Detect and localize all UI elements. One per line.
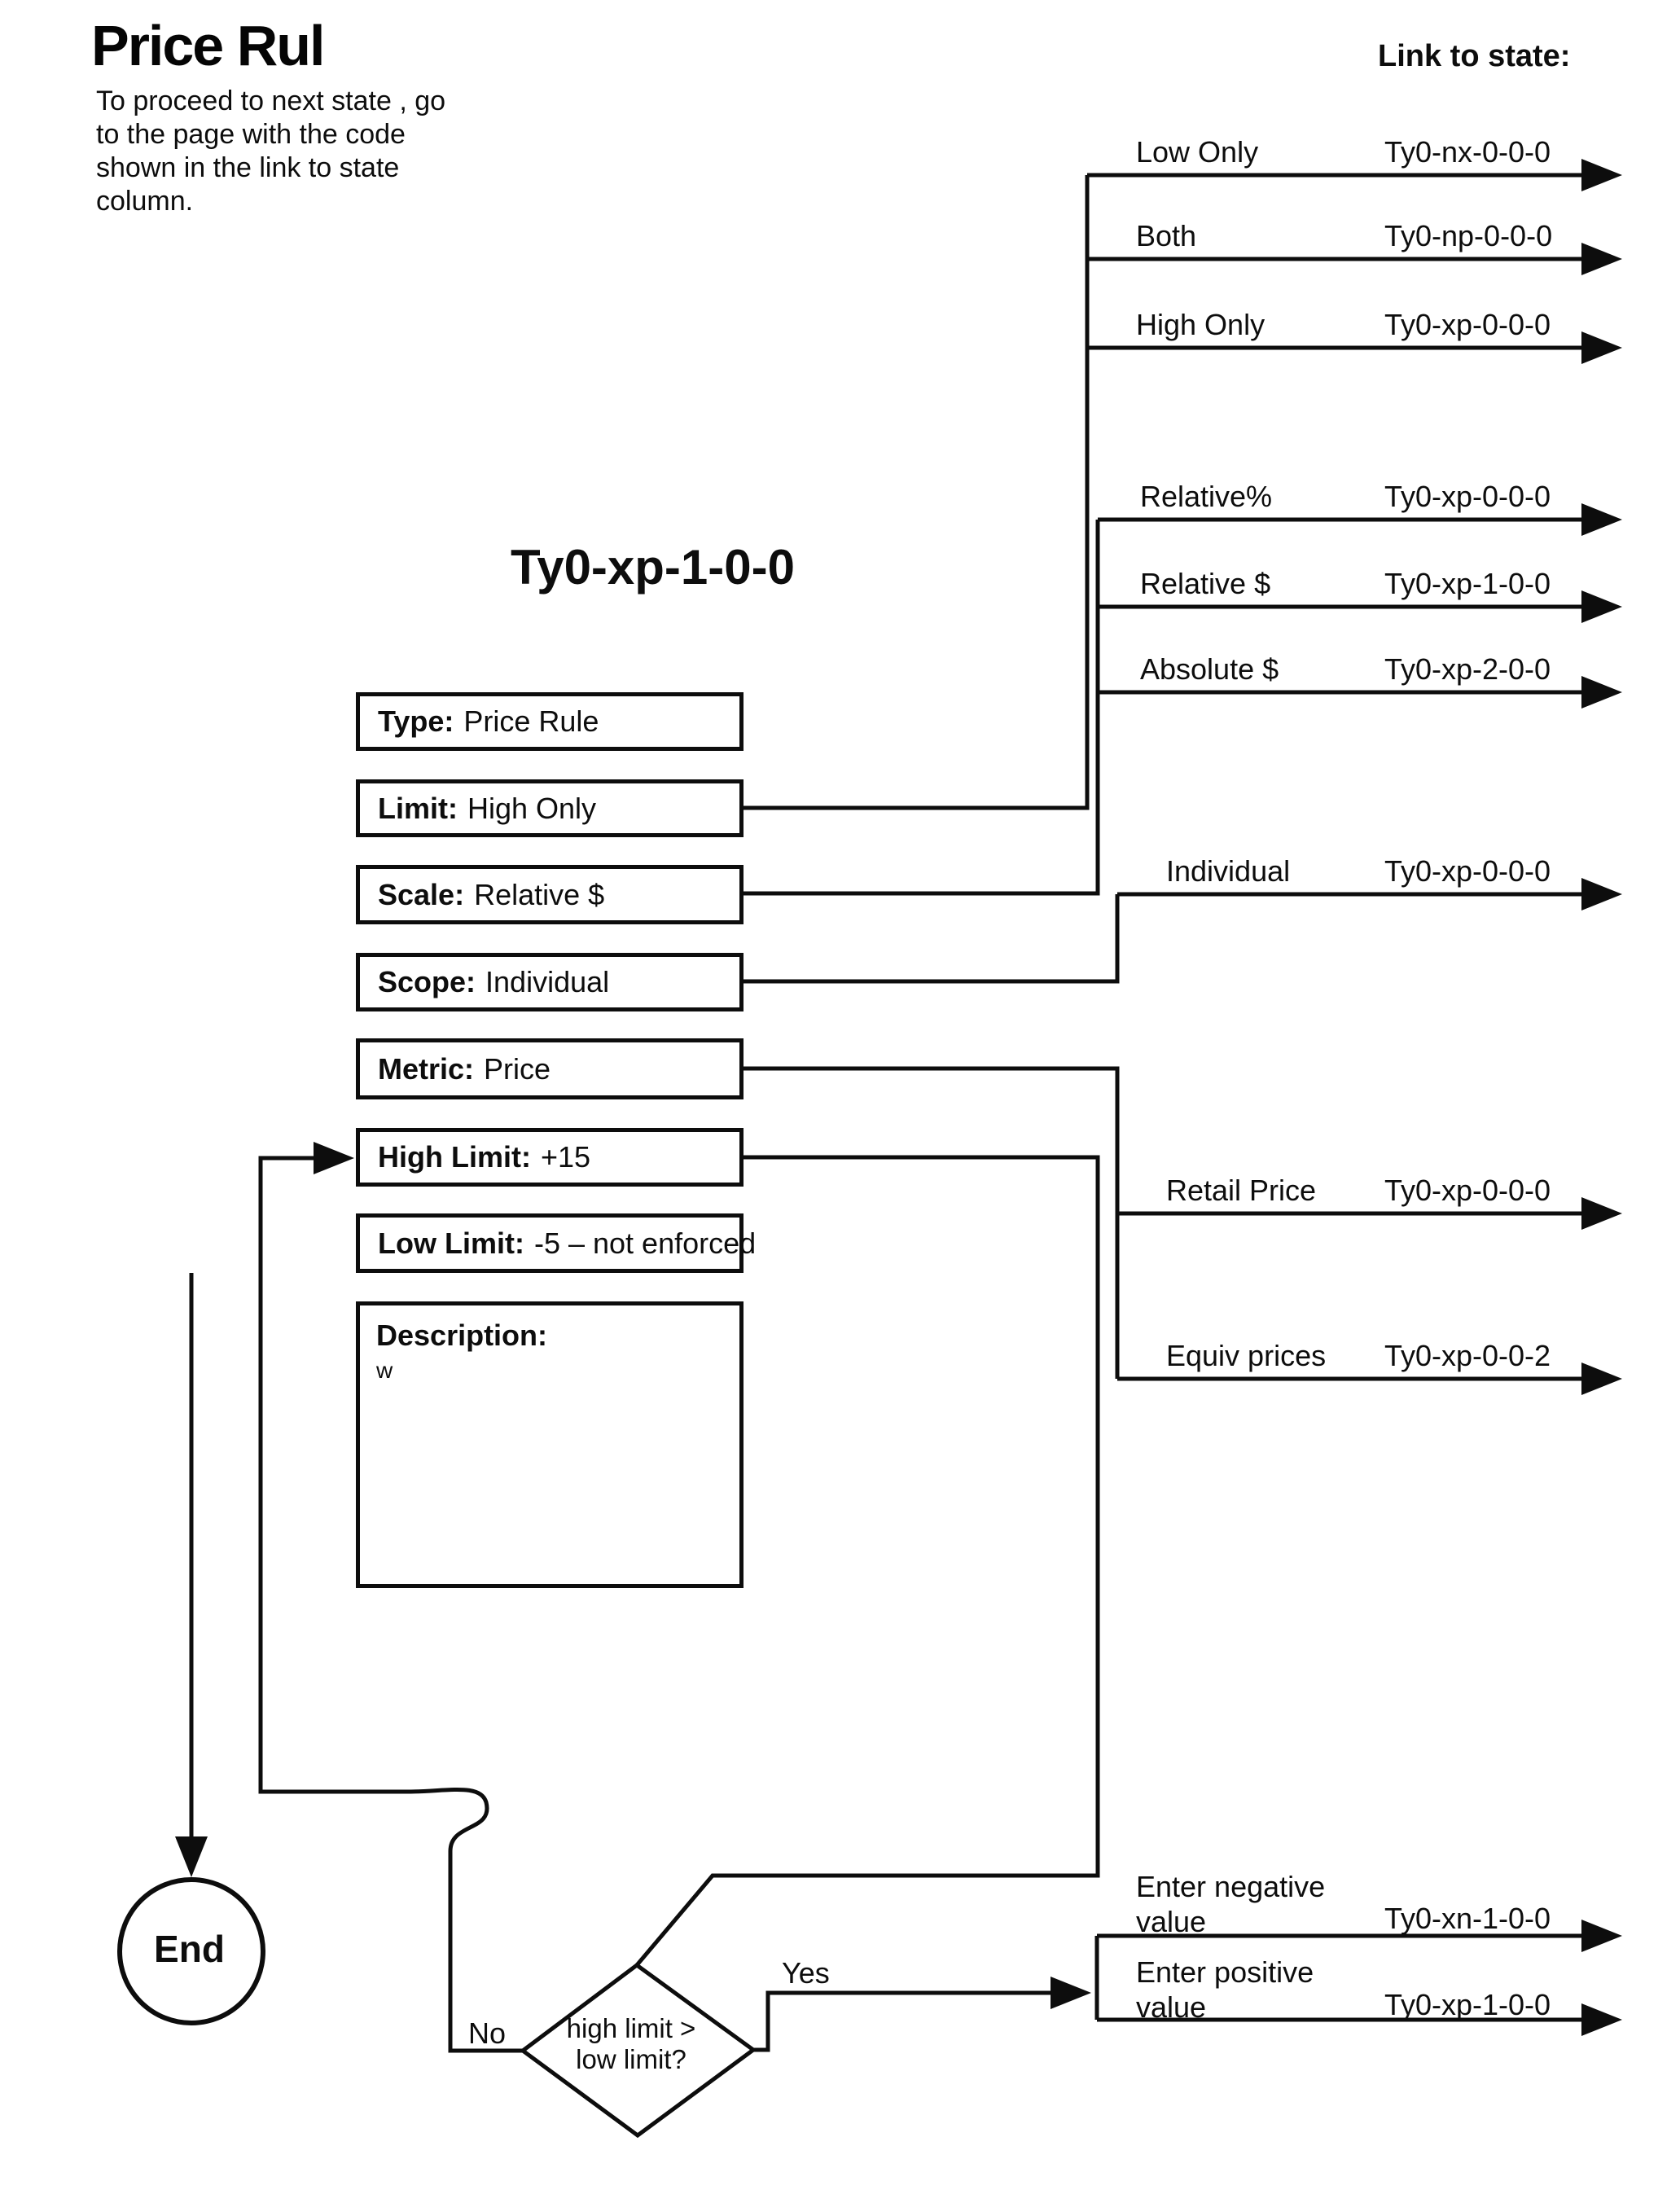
page-title: Price Rul [91,14,325,77]
state-code: Ty0-xn-1-0-0 [1384,1902,1551,1935]
option-label: High Only [1136,308,1265,341]
state-code: Ty0-xp-1-0-0 [1384,567,1551,600]
state-code: Ty0-xp-1-0-0 [1384,1988,1551,2021]
attribute-box-limit: Limit: High Only [356,779,743,837]
attribute-box-description: Description: w [356,1301,743,1588]
attribute-box-scope: Scope: Individual [356,953,743,1011]
attribute-box-low-limit: Low Limit: -5 – not enforced [356,1213,756,1273]
state-code: Ty0-xp-0-0-0 [1384,854,1551,888]
attribute-label: Description: [376,1319,548,1352]
attribute-label: Type: [378,704,454,738]
connector-no-loop [258,1142,523,2053]
attribute-value: Price [484,1051,551,1086]
attribute-value: -5 – not enforced [533,1226,757,1260]
no-branch-label: No [468,2016,507,2050]
attribute-label: Scale: [378,877,465,911]
option-label: Retail Price [1166,1174,1317,1207]
attribute-value: High Only [467,791,597,825]
decision-diamond [519,1962,757,2139]
link-column-header: Link to state: [1378,39,1571,73]
state-heading: Ty0-xp-1-0-0 [511,540,795,595]
decision-question: high limit > low limit? [566,2013,696,2074]
connector-metric-to-options [743,1066,1120,1379]
attribute-label: Limit: [378,791,458,825]
state-code: Ty0-nx-0-0-0 [1384,135,1551,169]
state-code: Ty0-xp-2-0-0 [1384,652,1551,686]
attribute-box-type: Type: Price Rule [356,692,743,751]
attribute-value: w [376,1358,393,1383]
option-label: Both [1136,219,1197,252]
attribute-label: Scope: [378,965,476,998]
option-label: Enter negative value [1136,1870,1326,1938]
intro-text: To proceed to next state , go to the pag… [96,86,446,217]
end-label: End [154,1928,225,1970]
option-label: Low Only [1136,135,1259,169]
attribute-box-metric: Metric: Price [356,1038,743,1099]
state-code: Ty0-np-0-0-0 [1384,219,1553,252]
option-label: Relative% [1140,480,1273,513]
end-terminator-circle [117,1877,265,2025]
attribute-value: +15 [540,1140,591,1174]
option-label: Equiv prices [1166,1339,1327,1372]
attribute-value: Relative $ [474,877,605,911]
attribute-box-scale: Scale: Relative $ [356,865,743,924]
state-code: Ty0-xp-0-0-2 [1384,1339,1551,1372]
option-label: Individual [1166,854,1291,888]
state-code: Ty0-xp-0-0-0 [1384,1174,1551,1207]
attribute-label: High Limit: [378,1140,531,1174]
attribute-value: Price Rule [463,704,599,738]
option-label: Relative $ [1140,567,1271,600]
attribute-value: Individual [485,965,610,998]
attribute-box-high-limit: High Limit: +15 [356,1128,743,1187]
state-code: Ty0-xp-0-0-0 [1384,480,1551,513]
connector-limit-to-options [743,175,1090,810]
attribute-label: Low Limit: [378,1226,524,1260]
option-label: Enter positive value [1136,1955,1314,2024]
connector-highlimit-to-decision [635,1155,1100,1967]
connector-scope-to-individual [743,894,1120,984]
yes-branch-label: Yes [782,1956,830,1990]
connector-yes-branch [753,1977,1091,2052]
state-code: Ty0-xp-0-0-0 [1384,308,1551,341]
option-label: Absolute $ [1140,652,1279,686]
attribute-label: Metric: [378,1051,475,1086]
connector-scale-to-options [743,520,1100,896]
